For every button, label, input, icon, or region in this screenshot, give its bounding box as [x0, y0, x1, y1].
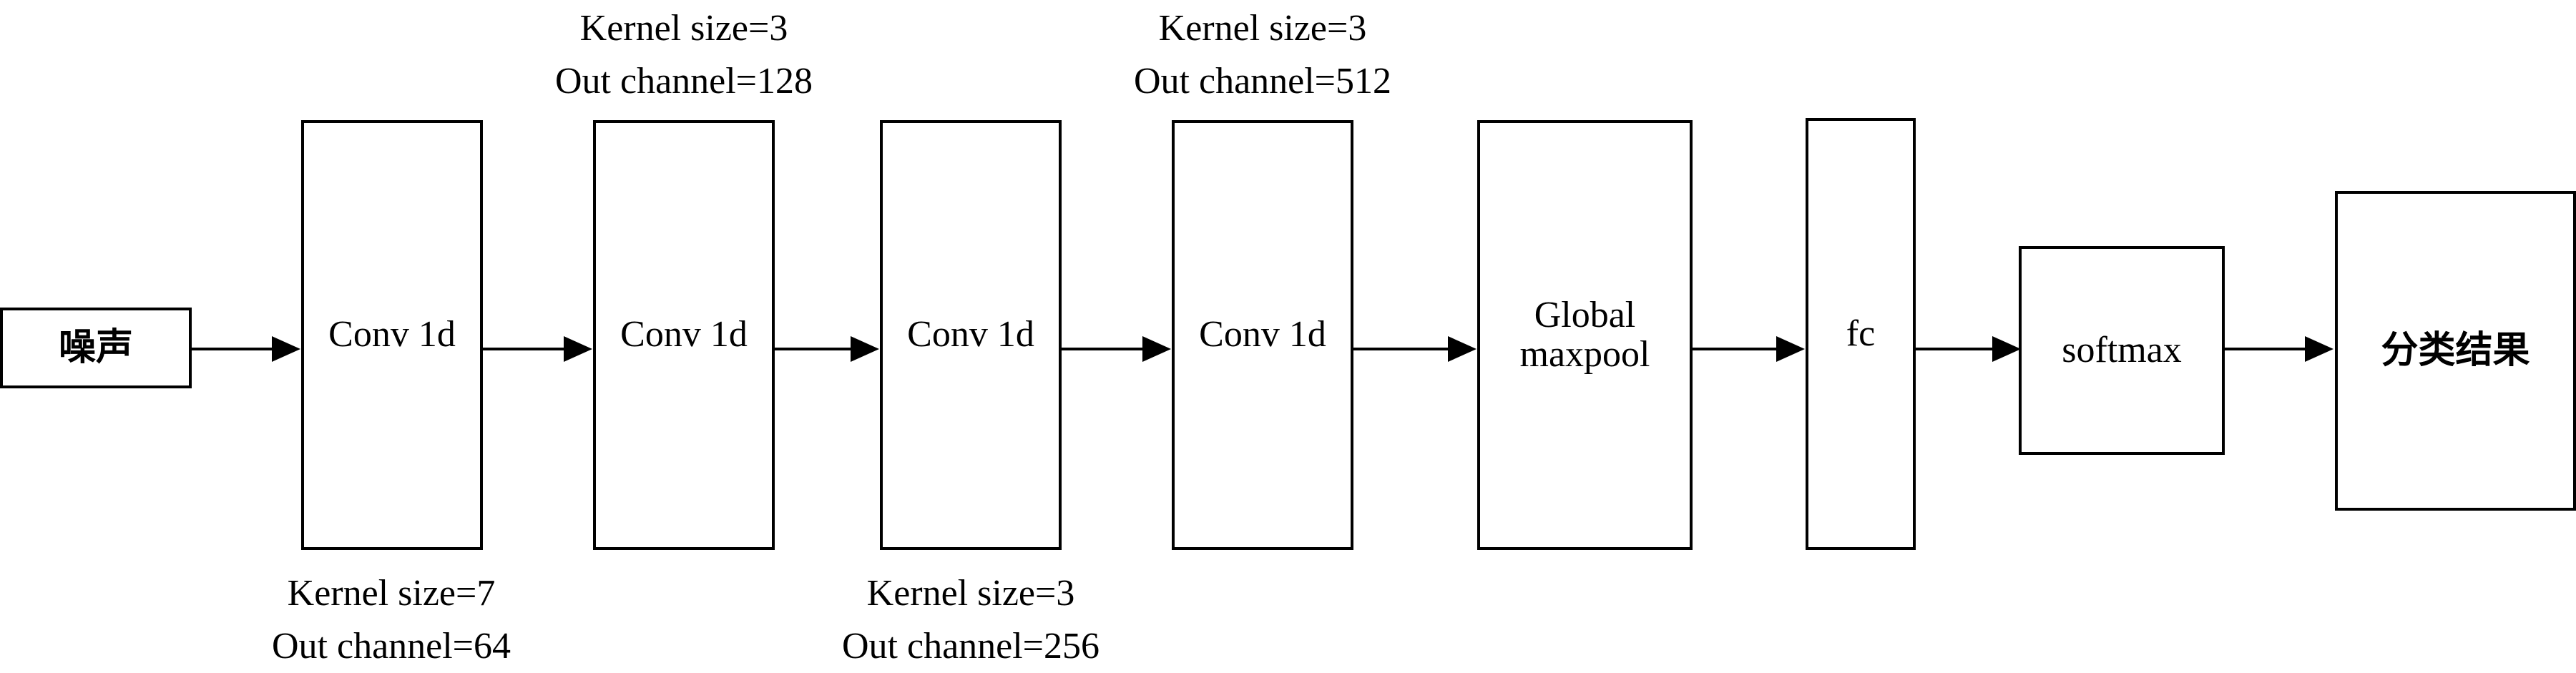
conv2-kernel-size: Kernel size=3 [579, 8, 788, 49]
conv3-kernel-size: Kernel size=3 [866, 573, 1075, 614]
conv3-label: Conv 1d [907, 314, 1034, 355]
arrowhead-4 [1142, 336, 1171, 362]
arrowhead-7 [1992, 336, 2021, 362]
conv2-label: Conv 1d [620, 314, 748, 355]
output-label: 分类结果 [2381, 329, 2530, 373]
global-maxpool-node: Global maxpool [1477, 120, 1693, 550]
arrowhead-6 [1776, 336, 1805, 362]
conv3-node: Conv 1d [880, 120, 1062, 550]
conv4-annotation: Kernel size=3 Out channel=512 [1084, 2, 1441, 108]
conv1-annotation: Kernel size=7 Out channel=64 [248, 567, 534, 673]
arrowhead-2 [564, 336, 592, 362]
conv4-out-channel: Out channel=512 [1133, 61, 1391, 102]
arrowhead-1 [272, 336, 300, 362]
fc-label: fc [1846, 313, 1876, 354]
arrowhead-3 [851, 336, 879, 362]
input-label: 噪声 [58, 326, 133, 370]
conv1-kernel-size: Kernel size=7 [287, 573, 496, 614]
output-node: 分类结果 [2335, 191, 2576, 511]
conv1-label: Conv 1d [328, 314, 456, 355]
input-node: 噪声 [0, 308, 192, 388]
fc-node: fc [1806, 118, 1916, 550]
conv4-label: Conv 1d [1199, 314, 1326, 355]
conv4-kernel-size: Kernel size=3 [1158, 8, 1367, 49]
conv2-out-channel: Out channel=128 [554, 61, 813, 102]
global-maxpool-line2: maxpool [1519, 333, 1650, 375]
conv2-annotation: Kernel size=3 Out channel=128 [505, 2, 863, 108]
global-maxpool-label: Global maxpool [1519, 294, 1650, 375]
global-maxpool-line1: Global [1534, 294, 1636, 335]
arrowhead-8 [2305, 336, 2333, 362]
conv3-annotation: Kernel size=3 Out channel=256 [792, 567, 1150, 673]
arrowhead-5 [1448, 336, 1476, 362]
softmax-label: softmax [2062, 329, 2182, 370]
conv1-node: Conv 1d [301, 120, 483, 550]
conv3-out-channel: Out channel=256 [841, 626, 1100, 667]
conv2-node: Conv 1d [593, 120, 775, 550]
conv1-out-channel: Out channel=64 [271, 626, 511, 667]
softmax-node: softmax [2019, 246, 2225, 455]
conv4-node: Conv 1d [1172, 120, 1353, 550]
